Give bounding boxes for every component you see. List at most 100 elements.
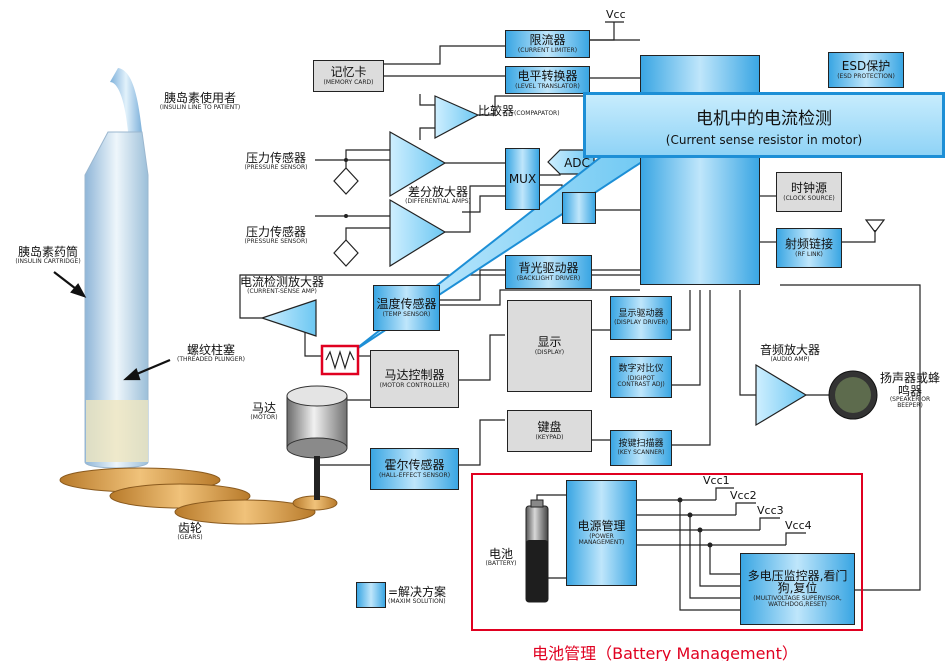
rf-link-block: 射频链接 (RF LINK) [776,228,842,268]
adc-label-wrap: ADC [562,154,592,171]
power-management-block: 电源管理 (POWER MANAGEMENT) [566,480,637,586]
current-sense-amp-text: 电流检测放大器 [239,275,324,289]
speaker-subtext: (SPEAKER OR BEEPER) [889,396,931,410]
diff-amp-subtext: (DIFFERENTIAL AMPS) [405,197,471,205]
battery-management-title: 电池管理（Battery Management） [532,644,798,661]
callout-subtitle: (Current sense resistor in motor) [665,132,863,147]
plunger-subtext: (THREADED PLUNGER) [176,355,245,363]
vcc4-label: Vcc4 [785,519,812,532]
key-scanner-sublabel: (KEY SCANNER) [617,449,665,457]
temp-sensor-sublabel: (TEMP SENSOR) [382,310,431,318]
digipot-block: 数字对比仪 (DIGIPOT CONTRAST ADJ) [610,356,672,398]
audio-amp-label: 音频放大器 (AUDIO AMP) [752,344,828,363]
display-label: 显示 [537,335,562,350]
display-block: 显示 (DISPLAY) [507,300,592,392]
supervisor-sublabel: (MULTIVOLTAGE SUPERVISOR, WATCHDOG,RESET… [753,594,842,609]
display-sublabel: (DISPLAY) [534,348,565,356]
motor-subtext: (MOTOR) [250,413,278,421]
clock-source-label: 时钟源 [790,181,827,196]
keypad-block: 键盘 (KEYPAD) [507,410,592,452]
clock-source-block: 时钟源 (CLOCK SOURCE) [776,172,842,212]
rf-link-sublabel: (RF LINK) [795,250,823,258]
audio-amp-subtext: (AUDIO AMP) [770,355,810,363]
comparator-subtext: (COMPAPATOR) [514,110,560,117]
vcc2-label: Vcc2 [730,489,757,502]
clock-source-sublabel: (CLOCK SOURCE) [783,194,835,202]
battery-subtext: (BATTERY) [485,559,517,567]
display-driver-label: 显示驱动器 [618,308,664,319]
esd-protection-sublabel: (ESD PROTECTION) [837,72,895,80]
supervisor-block: 多电压监控器,看门狗,复位 (MULTIVOLTAGE SUPERVISOR, … [740,553,855,625]
audio-amp-text: 音频放大器 [759,343,820,357]
vcc3-label: Vcc3 [757,504,784,517]
battery-text: 电池 [488,547,513,561]
microcontroller-block [640,55,760,285]
current-sense-amp-subtext: (CURRENT-SENSE AMP) [247,287,317,295]
comparator-label: 比较器(COMPAPATOR) [478,102,560,119]
level-translator-sublabel: (LEVEL TRANSLATOR) [515,82,580,90]
vcc1-label: Vcc1 [703,474,730,487]
hall-sensor-sublabel: (HALL-EFFECT SENSOR) [378,471,451,479]
keypad-sublabel: (KEYPAD) [535,433,564,441]
plunger-label: 螺纹柱塞 (THREADED PLUNGER) [166,344,256,363]
legend-text: =解决方案 [388,585,447,599]
current-limiter-sublabel: (CURRENT LIMITER) [517,46,578,54]
legend-subtext: (MAXIM SOLUTION) [388,597,446,605]
comparator-text: 比较器 [478,104,515,118]
pressure-sensor-2-subtext: (PRESSURE SENSOR) [244,237,308,245]
pressure-sensor-1-text: 压力传感器 [245,151,306,165]
speaker-label: 扬声器或蜂鸣器 (SPEAKER OR BEEPER) [878,372,942,410]
temp-sensor-label: 温度传感器 [376,297,437,312]
esd-protection-block: ESD保护 (ESD PROTECTION) [828,52,904,88]
vcc-label: Vcc [606,8,626,21]
cartridge-subtext: (INSULIN CARTRIDGE) [15,257,81,265]
digipot-sublabel: (DIGIPOT CONTRAST ADJ) [617,374,665,389]
gears-subtext: (GEARS) [177,533,203,541]
level-translator-block: 电平转换器 (LEVEL TRANSLATOR) [505,66,590,94]
power-management-label: 电源管理 [577,518,626,533]
motor-label: 马达 (MOTOR) [242,402,286,421]
motor-text: 马达 [251,401,276,415]
current-sense-amp-label: 电流检测放大器 (CURRENT-SENSE AMP) [228,276,336,295]
esd-protection-label: ESD保护 [841,59,891,74]
key-scanner-label: 按键扫描器 [618,438,664,449]
keypad-label: 键盘 [537,420,562,435]
pressure-sensor-1-label: 压力传感器 (PRESSURE SENSOR) [236,152,316,171]
temp-sensor-block: 温度传感器 (TEMP SENSOR) [373,285,440,331]
hall-sensor-block: 霍尔传感器 (HALL-EFFECT SENSOR) [370,448,459,490]
callout-title: 电机中的电流检测 [696,108,832,129]
memory-card-label: 记忆卡 [330,65,367,80]
mux-label: MUX [508,171,537,186]
battery-management-frame [471,473,863,631]
supervisor-label: 多电压监控器,看门狗,复位 [747,568,848,596]
pressure-sensor-2-text: 压力传感器 [245,225,306,239]
motor-controller-block: 马达控制器 (MOTOR CONTROLLER) [370,350,459,408]
adc-label: ADC [564,156,590,170]
memory-card-block: 记忆卡 (MEMORY CARD) [313,60,384,92]
power-management-sublabel: (POWER MANAGEMENT) [578,532,625,546]
plunger-text: 螺纹柱塞 [186,343,235,357]
cartridge-text: 胰岛素药筒 [17,245,78,259]
diff-amp-text: 差分放大器 [407,185,468,199]
rf-link-label: 射频链接 [784,237,833,252]
mux-block: MUX [505,148,540,210]
battery-label: 电池 (BATTERY) [480,548,522,567]
gears-label: 齿轮 (GEARS) [168,522,212,541]
pressure-sensor-1-subtext: (PRESSURE SENSOR) [244,163,308,171]
speaker-text: 扬声器或蜂鸣器 [879,371,940,398]
insulin-user-text: 胰岛素使用者 [163,91,236,105]
legend-swatch [356,582,386,608]
display-driver-block: 显示驱动器 (DISPLAY DRIVER) [610,296,672,340]
motor-controller-sublabel: (MOTOR CONTROLLER) [379,381,450,389]
display-driver-sublabel: (DISPLAY DRIVER) [614,319,668,327]
backlight-driver-block: 背光驱动器 (BACKLIGHT DRIVER) [505,255,592,289]
gears-text: 齿轮 [177,521,202,535]
legend-label: =解决方案 (MAXIM SOLUTION) [388,586,446,605]
cartridge-label: 胰岛素药筒 (INSULIN CARTRIDGE) [2,246,94,265]
digipot-label: 数字对比仪 [618,364,664,375]
current-sense-callout: 电机中的电流检测 (Current sense resistor in moto… [583,92,945,158]
memory-card-sublabel: (MEMORY CARD) [323,78,374,86]
backlight-driver-sublabel: (BACKLIGHT DRIVER) [516,274,581,282]
current-limiter-block: 限流器 (CURRENT LIMITER) [505,30,590,58]
